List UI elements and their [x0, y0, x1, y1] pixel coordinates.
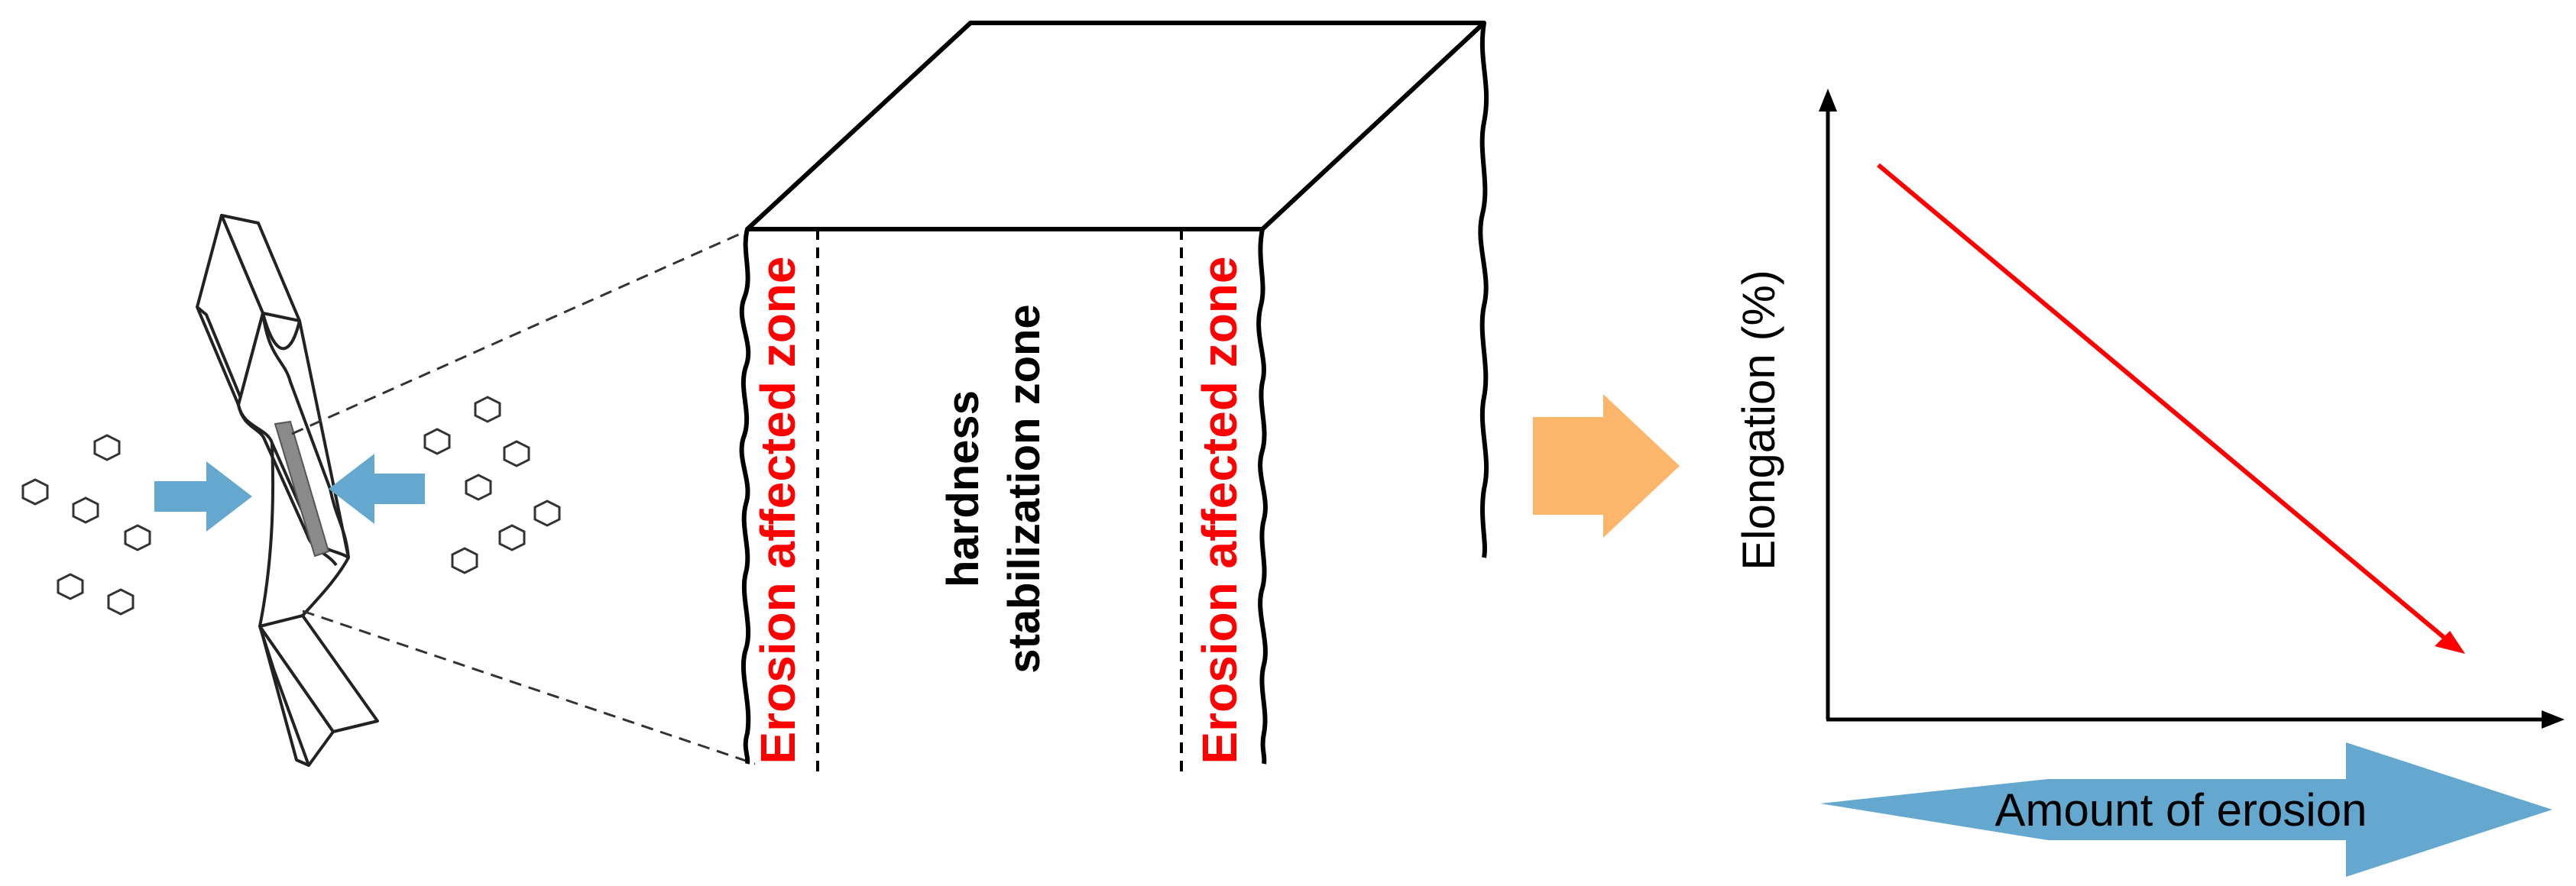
center-zone-label-line2: stabilization zone: [1000, 304, 1049, 673]
particle: [72, 496, 99, 524]
x-axis-arrowhead-icon: [2542, 710, 2565, 729]
y-axis-arrowhead-icon: [1819, 89, 1837, 112]
right-zone-label: Erosion affected zone: [1192, 257, 1247, 765]
particle: [21, 478, 49, 506]
particle: [423, 428, 451, 455]
x-band-arrow-icon: [1820, 742, 2552, 877]
trend-line: [1877, 163, 2447, 641]
particle: [57, 573, 84, 600]
block-back-wall: [1478, 22, 1489, 558]
arrow-left-icon: [329, 454, 425, 524]
particle: [498, 524, 526, 551]
particle: [107, 588, 134, 616]
trend-arrowhead-icon: [2435, 631, 2465, 654]
particle: [124, 524, 151, 551]
left-zone-label: Erosion affected zone: [750, 257, 805, 765]
eroded-surface: [274, 420, 330, 558]
particle: [503, 440, 530, 467]
particle: [474, 396, 501, 423]
zoom-lines: [291, 229, 756, 765]
particle: [93, 434, 121, 461]
block-top-face: [745, 21, 1486, 231]
particles: [21, 396, 561, 616]
arrow-right-icon: [154, 461, 252, 532]
specimen-upper-grip: [196, 214, 301, 412]
center-zone-label-line1: hardness: [938, 390, 988, 587]
graph: Elongation (%) Amount of erosion: [1733, 89, 2565, 877]
transition-arrow-icon: [1533, 394, 1680, 538]
specimen-lower-grip: [258, 614, 379, 767]
block: [739, 21, 1489, 765]
block-left-wall: [739, 228, 751, 765]
particle: [451, 547, 478, 574]
x-axis-label: Amount of erosion: [1995, 784, 2367, 836]
y-axis-label: Elongation (%): [1733, 270, 1784, 571]
particle: [533, 500, 561, 527]
particle: [465, 474, 492, 501]
block-middle-wall: [1256, 228, 1268, 765]
specimen: [196, 214, 379, 767]
